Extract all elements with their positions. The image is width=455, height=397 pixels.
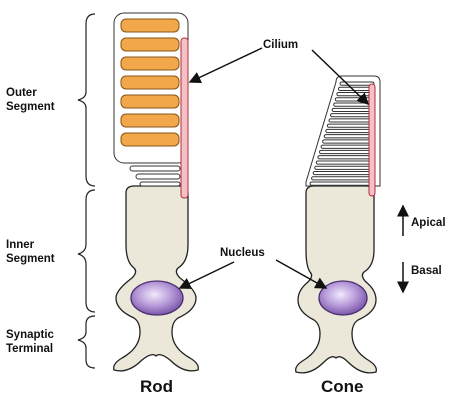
rod-cilium	[181, 38, 188, 198]
cone-lamella	[326, 129, 374, 132]
cone-lamella	[335, 98, 374, 101]
rod-disc	[121, 38, 179, 51]
rod-lamella	[130, 166, 180, 171]
cone-lamella	[319, 150, 374, 153]
inner-segment-label-line2: Segment	[6, 253, 55, 265]
cone-lamella	[327, 124, 374, 127]
cone-lamella	[310, 182, 374, 185]
cone-lamella	[329, 119, 374, 122]
cone-nucleus	[319, 281, 367, 315]
rod-cell	[114, 13, 199, 371]
outer-segment-label-line1: Outer	[6, 87, 37, 99]
cone-cilium	[369, 84, 375, 196]
nucleus-arrow-rod	[180, 262, 234, 288]
cone-title: Cone	[321, 377, 364, 396]
rod-disc	[121, 95, 179, 108]
apical-label: Apical	[411, 217, 446, 229]
cone-lamella	[318, 156, 374, 159]
cone-lamella	[331, 114, 374, 117]
cilium-arrow-rod	[190, 48, 262, 82]
cone-lamella	[332, 108, 374, 111]
cone-inner-segment	[296, 186, 377, 373]
synaptic-terminal-label-line1: Synaptic	[6, 329, 55, 341]
cilium-label: Cilium	[263, 39, 298, 51]
inner-segment-label-line1: Inner	[6, 239, 35, 251]
cone-lamella	[337, 93, 374, 96]
rod-disc	[121, 57, 179, 70]
cone-cell	[296, 76, 380, 373]
cone-lamella	[312, 177, 374, 180]
inner-segment-brace	[78, 190, 95, 312]
rod-nucleus	[131, 281, 183, 315]
outer-segment-label-line2: Segment	[6, 101, 55, 113]
rod-disc	[121, 19, 179, 32]
cone-lamella	[313, 171, 374, 174]
synaptic-terminal-brace	[78, 316, 95, 368]
cone-lamella	[315, 166, 374, 169]
rod-disc	[121, 76, 179, 89]
rod-disc	[121, 133, 179, 146]
cone-lamella	[323, 140, 374, 143]
basal-label: Basal	[411, 265, 442, 277]
rod-inner-segment	[114, 186, 199, 371]
cone-lamella	[321, 145, 374, 148]
nucleus-label: Nucleus	[220, 247, 265, 259]
rod-lamella	[140, 182, 180, 186]
rod-title: Rod	[140, 377, 173, 396]
cone-lamella	[324, 135, 374, 138]
synaptic-terminal-label-line2: Terminal	[6, 343, 53, 355]
outer-segment-brace	[78, 14, 95, 186]
cone-lamella	[316, 161, 374, 164]
rod-lamella	[136, 174, 180, 179]
rod-disc	[121, 114, 179, 127]
